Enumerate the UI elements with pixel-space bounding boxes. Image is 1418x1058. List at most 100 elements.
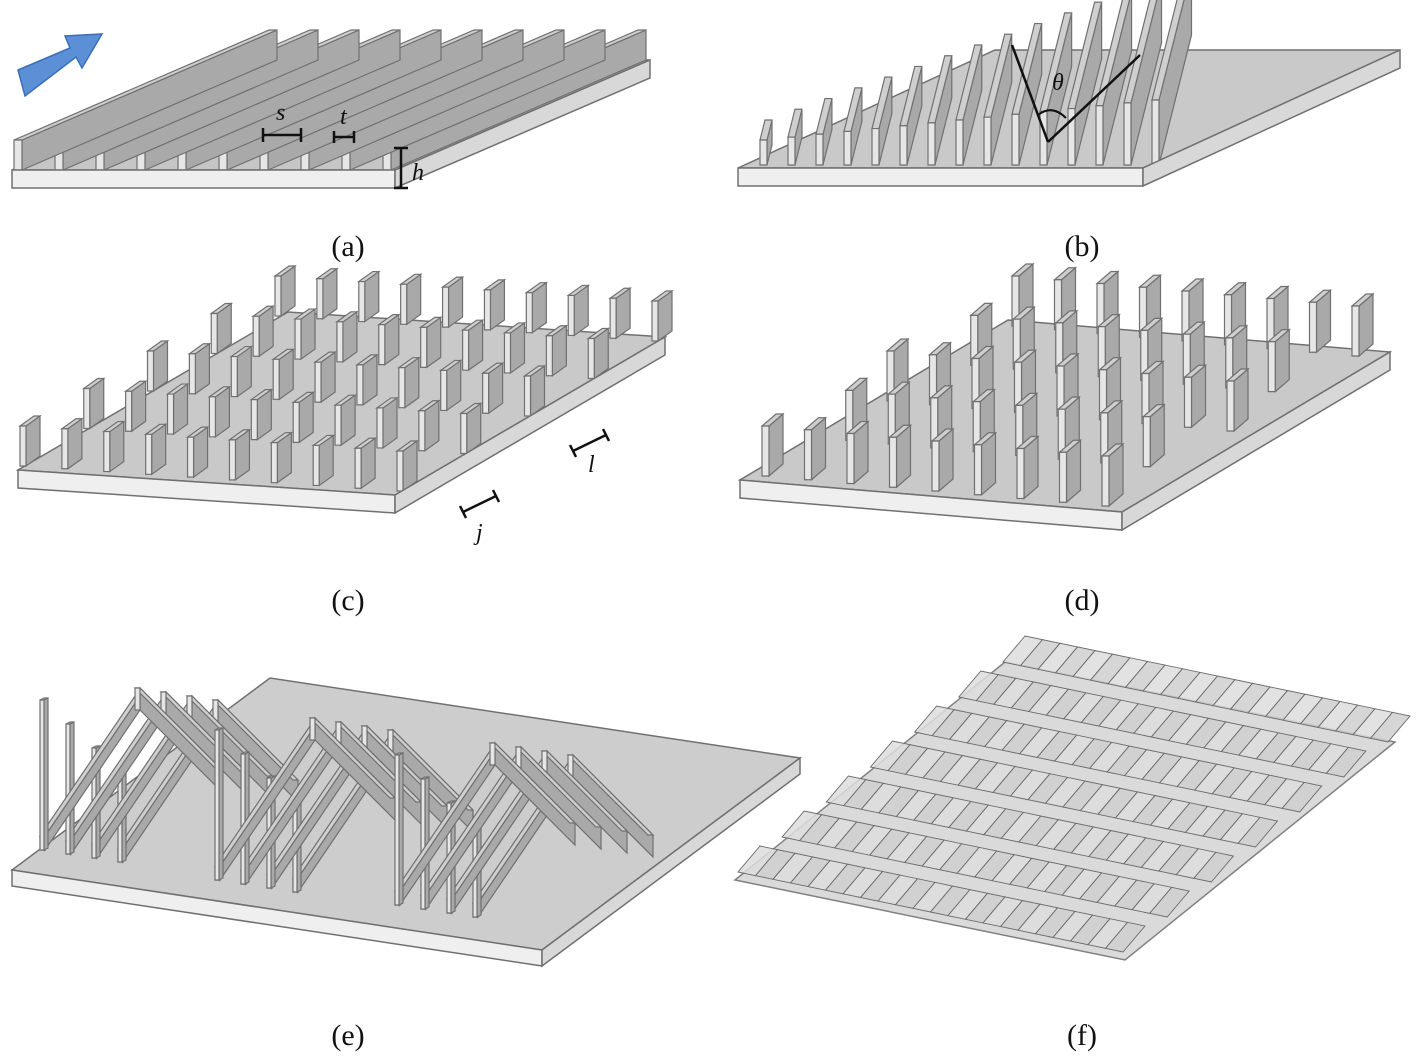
panel-c-pin-4-0-front: [274, 275, 282, 317]
panel-c-pin-2-1-front: [188, 353, 196, 395]
panel-f-wave-1-21: [1148, 886, 1190, 918]
panel-c-pin-1-9-front: [460, 412, 468, 455]
label-j: j: [473, 520, 483, 546]
panel-d-pin-0-1-front: [803, 429, 813, 481]
flow-direction-arrow-icon: [17, 33, 104, 98]
panel-d-pin-2-8-front: [1226, 380, 1235, 432]
panel-d-pin-0-2-front: [846, 432, 855, 485]
panel-c: l j (c): [15, 264, 674, 617]
panel-a-heatsink: [11, 29, 651, 190]
caption-b: (b): [1065, 230, 1100, 263]
panel-f-wave-2-21: [1193, 851, 1235, 883]
panel-c-pin-2-6-front: [398, 367, 406, 409]
panel-c-pin-4-4-front: [441, 286, 450, 328]
panel-c-pin-0-3-front: [145, 433, 153, 475]
panel-d: (d): [737, 262, 1393, 617]
panel-c-pin-4-7-front: [567, 294, 575, 337]
panel-c-pin-3-3-front: [336, 321, 344, 363]
panel-b-heatsink: [737, 0, 1401, 188]
caption-d: (d): [1065, 584, 1100, 617]
panel-c-pin-0-6-front: [270, 442, 278, 484]
panel-d-pin-2-7-front: [1183, 376, 1193, 428]
dimension-s: s: [261, 100, 303, 142]
panel-c-pin-0-0-front: [19, 425, 27, 467]
caption-e: (e): [331, 1019, 364, 1052]
panel-b-fin-3-front: [843, 130, 852, 166]
dimension-t: t: [332, 104, 356, 143]
panel-b-fin-4-front: [871, 127, 880, 166]
panel-b-fin-12-front: [1095, 105, 1104, 166]
panel-f-wave-0-21: [1104, 921, 1146, 953]
panel-c-pin-1-6-front: [334, 404, 342, 446]
panel-d-pin-0-0-front: [761, 425, 770, 477]
panel-d-pin-0-5-front: [973, 444, 983, 496]
angle-theta-indicator: θ: [1010, 44, 1141, 143]
panel-c-heatsink: [15, 264, 674, 515]
panel-b-fin-2-front: [815, 133, 824, 166]
panel-c-pin-2-2-front: [230, 355, 238, 398]
panel-d-pin-0-6-front: [1016, 447, 1025, 500]
panel-c-pin-2-8-front: [482, 372, 490, 414]
panel-f-wave-6-21: [1369, 711, 1411, 743]
label-theta: θ: [1052, 70, 1064, 96]
caption-a: (a): [331, 230, 364, 263]
panel-f-wave-3-21: [1237, 816, 1279, 848]
panel-c-pin-0-1-front: [61, 428, 69, 470]
panel-a-fin-0-front: [13, 139, 23, 171]
panel-a: s t h (a): [11, 29, 651, 263]
panel-c-pin-4-3-front: [400, 283, 408, 325]
panel-d-pin-0-3-front: [888, 436, 898, 488]
panel-b-fin-7-front: [955, 119, 964, 166]
panel-d-pin-3-7-front: [1267, 341, 1276, 393]
panel-c-pin-0-5-front: [228, 439, 237, 481]
panel-c-pin-3-8-front: [545, 335, 553, 377]
panel-d-pin-0-7-front: [1058, 451, 1068, 503]
panel-e-chevron-1-0-b-front: [309, 717, 316, 741]
panel-c-pin-4-8-front: [609, 297, 617, 339]
panel-b-fin-0-front: [759, 139, 768, 166]
panel-c-pin-0-8-front: [354, 447, 362, 489]
panel-f-wave-5-21: [1325, 746, 1367, 778]
label-l: l: [588, 452, 595, 478]
panel-e: (e): [10, 677, 802, 1052]
panel-f: (f): [733, 635, 1411, 1052]
panel-f-wave-4-21: [1281, 781, 1323, 813]
panel-c-pin-3-6-front: [461, 329, 470, 371]
caption-c: (c): [331, 584, 364, 617]
panel-b-fin-14-front: [1151, 99, 1160, 166]
panel-e-post-0-0-front: [39, 699, 45, 851]
panel-c-pin-0-4-front: [186, 436, 195, 478]
panel-b: θ (b): [737, 0, 1401, 263]
panel-e-chevron-0-0-b-front: [134, 687, 141, 711]
panel-b-fin-8-front: [983, 116, 992, 166]
panel-d-pin-0-4-front: [931, 440, 940, 492]
panel-e-post-1-0-front: [214, 729, 220, 881]
panel-c-pin-4-1-front: [316, 278, 324, 320]
dimension-h: h: [394, 146, 424, 190]
panel-c-pin-3-1-front: [252, 315, 260, 357]
panel-c-pin-1-1-front: [125, 390, 133, 432]
label-s: s: [276, 100, 285, 126]
panel-e-post-2-1-front: [420, 778, 426, 910]
label-t: t: [340, 104, 348, 130]
label-h: h: [412, 160, 424, 186]
panel-c-pin-1-0-front: [83, 387, 91, 430]
panel-c-pin-3-7-front: [503, 332, 512, 374]
panel-c-pin-4-2-front: [358, 280, 366, 323]
caption-f: (f): [1067, 1019, 1097, 1052]
panel-c-pin-0-7-front: [312, 444, 320, 487]
panel-c-pin-2-9-front: [523, 375, 532, 417]
panel-c-pin-0-9-front: [396, 450, 404, 492]
panel-c-pin-2-4-front: [314, 361, 322, 403]
panel-d-pin-4-7-front: [1308, 301, 1318, 353]
panel-c-pin-3-2-front: [294, 318, 302, 360]
panel-c-pin-1-4-front: [250, 399, 258, 441]
dimension-j: j: [458, 489, 501, 546]
panel-b-fin-5-front: [899, 125, 908, 166]
panel-e-post-1-1-front: [240, 753, 246, 885]
panel-c-pin-1-3-front: [208, 396, 217, 438]
panel-d-pin-4-8-front: [1351, 305, 1360, 357]
dimension-l: l: [568, 428, 611, 478]
panel-c-pin-3-9-front: [587, 337, 595, 380]
